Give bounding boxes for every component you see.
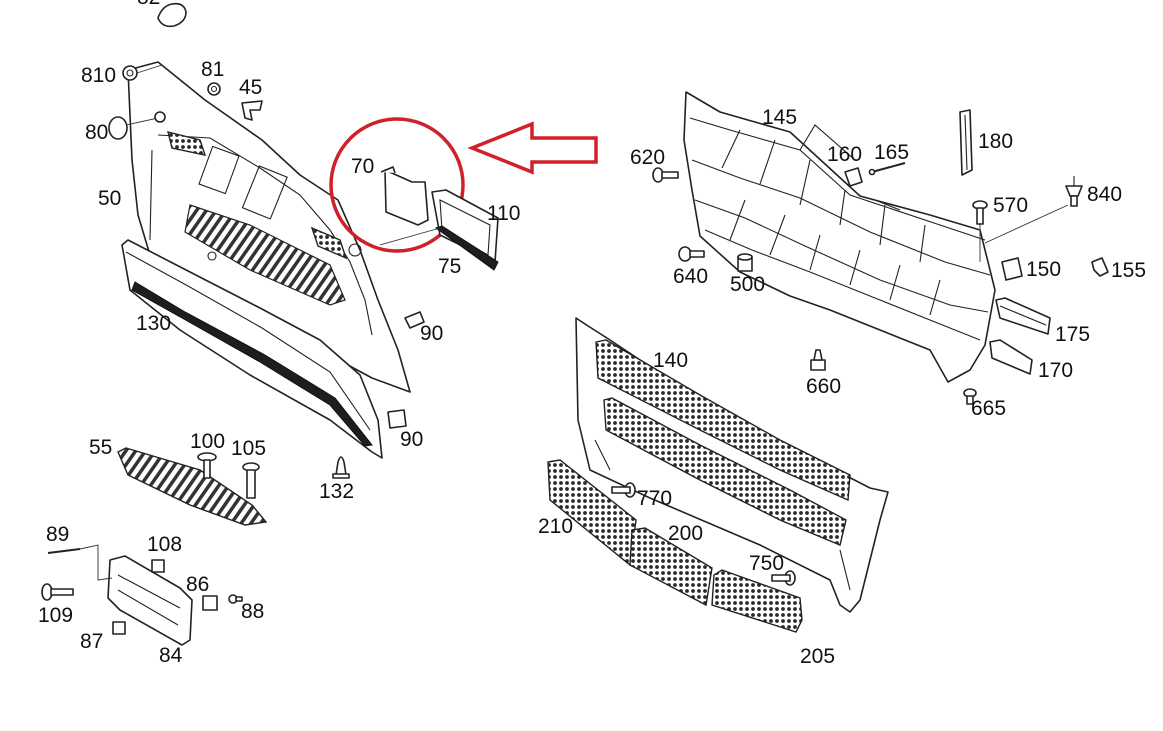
part-90-clip-lower bbox=[387, 409, 407, 429]
part-89-pin bbox=[47, 548, 81, 554]
label-210: 210 bbox=[538, 515, 573, 538]
part-165-pin bbox=[868, 162, 906, 176]
label-145: 145 bbox=[762, 106, 797, 129]
bumper-lower-vent bbox=[184, 204, 346, 306]
label-70: 70 bbox=[351, 155, 374, 178]
highlight-group bbox=[329, 117, 598, 271]
label-170: 170 bbox=[1038, 359, 1073, 382]
label-88: 88 bbox=[241, 600, 264, 623]
part-55-grille-strip bbox=[117, 447, 268, 526]
bumper-side-vent bbox=[310, 226, 348, 260]
part-770-screw bbox=[611, 482, 636, 498]
part-88-screw bbox=[228, 594, 243, 604]
bumper-cover-group bbox=[41, 2, 425, 646]
label-89: 89 bbox=[46, 523, 69, 546]
highlight-circle bbox=[329, 117, 465, 253]
label-180: 180 bbox=[978, 130, 1013, 153]
bumper-upper-vent bbox=[167, 131, 207, 156]
label-810: 810 bbox=[81, 64, 116, 87]
part-160-clip bbox=[844, 167, 863, 187]
label-840: 840 bbox=[1087, 183, 1122, 206]
label-200: 200 bbox=[668, 522, 703, 545]
part-109-screw bbox=[41, 583, 74, 601]
label-640: 640 bbox=[673, 265, 708, 288]
part-660-rivet bbox=[810, 349, 826, 371]
label-660: 660 bbox=[806, 375, 841, 398]
part-labels: 82 810 81 45 80 50 70 110 75 130 90 90 5… bbox=[38, 0, 1146, 668]
part-84-plate-bracket bbox=[107, 555, 193, 646]
label-160: 160 bbox=[827, 143, 862, 166]
part-86-clip bbox=[202, 595, 218, 611]
part-500-clip bbox=[737, 253, 753, 272]
part-170-bracket bbox=[989, 339, 1033, 375]
label-81: 81 bbox=[201, 58, 224, 81]
part-205-mesh-insert bbox=[711, 569, 803, 633]
label-570: 570 bbox=[993, 194, 1028, 217]
label-82: 82 bbox=[137, 0, 160, 9]
label-108: 108 bbox=[147, 533, 182, 556]
label-105: 105 bbox=[231, 437, 266, 460]
label-155: 155 bbox=[1111, 259, 1146, 282]
part-75-trim bbox=[434, 225, 499, 271]
part-87-nut bbox=[112, 621, 126, 635]
label-50: 50 bbox=[98, 187, 121, 210]
trim-dark-strip bbox=[131, 281, 373, 447]
label-90-upper: 90 bbox=[420, 322, 443, 345]
part-90-clip-upper bbox=[404, 311, 425, 329]
label-150: 150 bbox=[1026, 258, 1061, 281]
part-80-cap bbox=[108, 111, 166, 140]
part-82-clip bbox=[157, 2, 187, 28]
label-132: 132 bbox=[319, 480, 354, 503]
part-70-bracket bbox=[384, 169, 429, 226]
label-140: 140 bbox=[653, 349, 688, 372]
part-750-screw bbox=[771, 570, 796, 586]
part-640-screw bbox=[678, 246, 705, 262]
label-87: 87 bbox=[80, 630, 103, 653]
part-108-nut bbox=[151, 559, 165, 573]
label-205: 205 bbox=[800, 645, 835, 668]
label-620: 620 bbox=[630, 146, 665, 169]
label-80: 80 bbox=[85, 121, 108, 144]
part-100-screw bbox=[197, 452, 217, 479]
part-665-screw bbox=[963, 388, 977, 405]
part-132-pin bbox=[332, 456, 350, 479]
label-45: 45 bbox=[239, 76, 262, 99]
label-110: 110 bbox=[487, 202, 520, 225]
label-100: 100 bbox=[190, 430, 225, 453]
label-130: 130 bbox=[136, 312, 171, 335]
label-84: 84 bbox=[159, 644, 183, 667]
part-81-nut bbox=[207, 82, 221, 96]
part-155-clip bbox=[1091, 257, 1109, 277]
label-165: 165 bbox=[874, 141, 909, 164]
label-75: 75 bbox=[438, 255, 461, 278]
part-570-screw bbox=[972, 200, 988, 225]
part-810-grommet bbox=[122, 64, 163, 81]
part-45-clip bbox=[241, 100, 263, 121]
part-180-seal bbox=[959, 109, 973, 176]
grille-mesh-upper bbox=[595, 339, 851, 502]
part-840-rivet bbox=[1065, 176, 1083, 207]
label-86: 86 bbox=[186, 573, 209, 596]
grille-carrier-group bbox=[652, 91, 1109, 405]
label-500: 500 bbox=[730, 273, 765, 296]
part-150-bracket bbox=[1001, 257, 1023, 281]
label-750: 750 bbox=[749, 552, 784, 575]
part-620-screw bbox=[652, 167, 679, 183]
part-105-rivet bbox=[242, 462, 260, 499]
label-90-lower: 90 bbox=[400, 428, 423, 451]
grille-panel-group bbox=[547, 317, 889, 633]
grille-mesh-lower bbox=[603, 397, 847, 546]
label-109: 109 bbox=[38, 604, 73, 627]
label-55: 55 bbox=[89, 436, 112, 459]
highlight-arrow bbox=[467, 121, 598, 175]
label-175: 175 bbox=[1055, 323, 1090, 346]
label-665: 665 bbox=[971, 397, 1006, 420]
part-200-mesh-insert bbox=[629, 527, 713, 607]
label-770: 770 bbox=[637, 487, 672, 510]
